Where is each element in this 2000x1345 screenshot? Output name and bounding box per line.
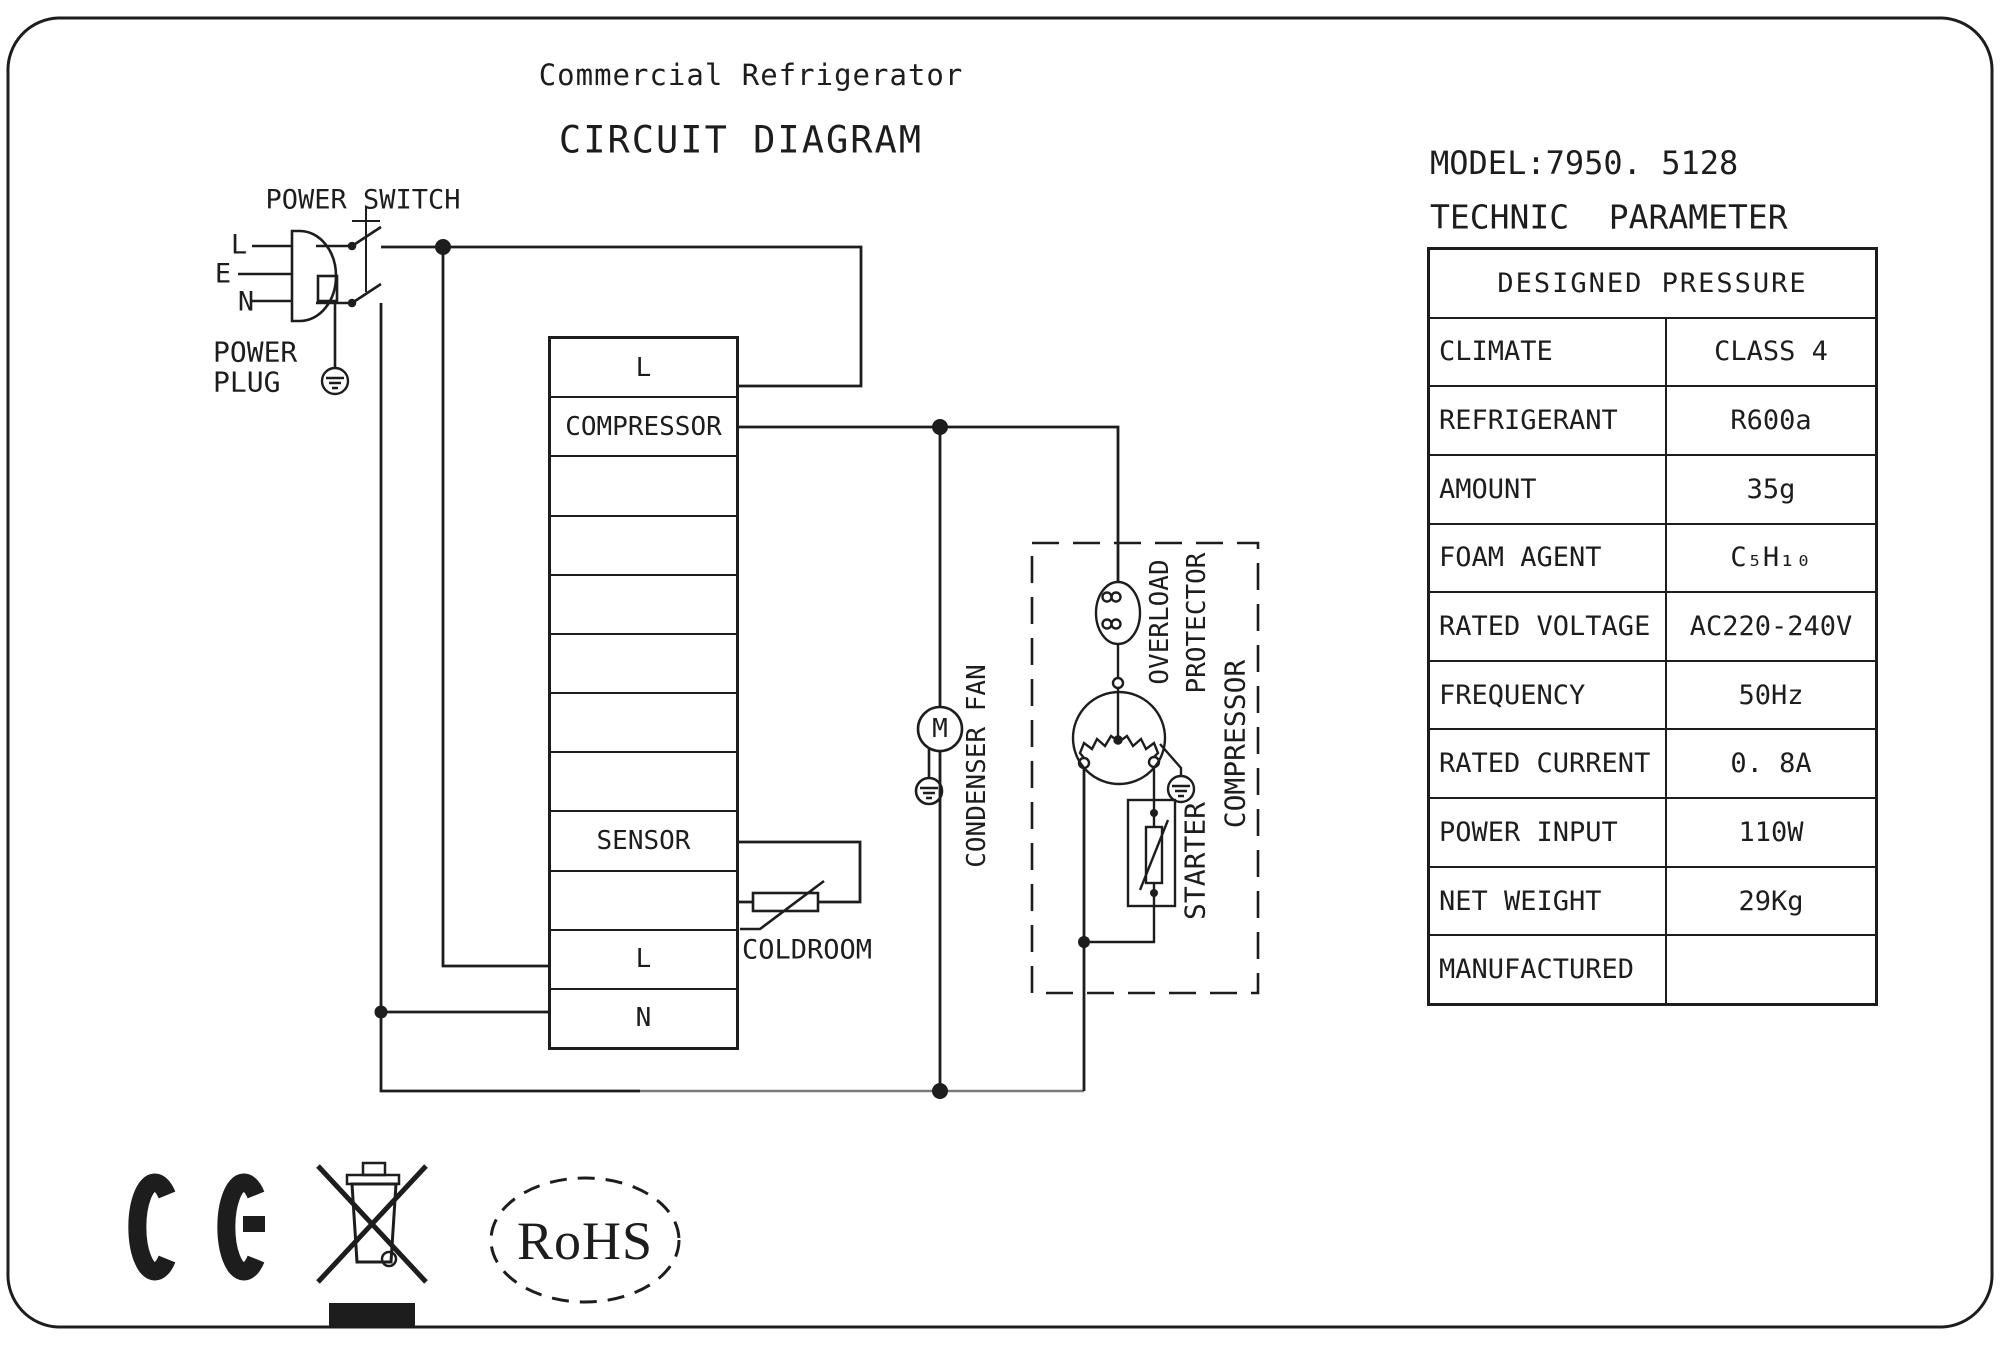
page-subtitle: CIRCUIT DIAGRAM	[558, 118, 924, 162]
page-title: Commercial Refrigerator	[538, 58, 964, 92]
starter-symbol	[1090, 767, 1177, 944]
table-row-manufactured: MANUFACTURED	[1430, 934, 1875, 1004]
wire-live-branch	[441, 247, 548, 968]
overload-label: OVERLOAD	[1145, 559, 1175, 685]
param-label: RATED VOLTAGE	[1439, 611, 1651, 643]
compressor-label: COMPRESSOR	[1218, 659, 1252, 829]
power-switch-label: POWER SWITCH	[265, 184, 461, 216]
param-value: 50Hz	[1665, 661, 1875, 729]
param-value	[1665, 936, 1875, 1004]
coldroom-sensor-symbol	[740, 879, 825, 931]
pin-e-label: E	[214, 258, 232, 290]
terminal-row-empty	[551, 514, 736, 574]
param-label: FREQUENCY	[1439, 679, 1586, 711]
terminal-row-l-bottom: L	[551, 928, 736, 988]
terminal-block: L COMPRESSOR SENSOR L N	[548, 336, 739, 1050]
compressor-motor-symbol	[1071, 676, 1196, 804]
table-header-designed-pressure: DESIGNED PRESSURE	[1497, 267, 1808, 299]
power-plug-symbol	[238, 229, 339, 368]
table-row-amount: AMOUNT 35g	[1430, 453, 1875, 523]
wire-compressor-feed	[739, 425, 1120, 582]
terminal-row-l-top: L	[635, 352, 652, 383]
compressor-dashed-box	[1030, 541, 1260, 995]
condenser-fan-motor-symbol	[914, 705, 964, 806]
param-label: NET WEIGHT	[1439, 885, 1602, 917]
rohs-badge-text: RoHS	[516, 1211, 654, 1271]
wiring	[379, 245, 1120, 1093]
terminal-row-empty	[551, 632, 736, 692]
param-value: AC220-240V	[1665, 593, 1875, 660]
table-row-rated-voltage: RATED VOLTAGE AC220-240V	[1430, 591, 1875, 660]
param-value: 35g	[1665, 455, 1875, 523]
param-value: 110W	[1665, 799, 1875, 866]
table-row-foam-agent: FOAM AGENT C₅H₁₀	[1430, 522, 1875, 592]
terminal-row-empty	[551, 869, 736, 929]
param-label: RATED CURRENT	[1439, 748, 1651, 780]
terminal-row-empty	[551, 455, 736, 514]
param-value: R600a	[1665, 387, 1875, 454]
junction-dots	[374, 239, 1090, 1099]
terminal-row-empty	[551, 573, 736, 633]
ce-mark-icon	[128, 1173, 265, 1281]
power-plug-label-line1: POWER	[213, 335, 298, 369]
param-label: REFRIGERANT	[1439, 405, 1618, 437]
power-switch-symbol	[316, 206, 382, 308]
table-row-climate: CLIMATE CLASS 4	[1430, 316, 1875, 386]
table-row-rated-current: RATED CURRENT 0. 8A	[1430, 728, 1875, 798]
rohs-badge-outline	[489, 1176, 681, 1304]
model-number: MODEL:7950. 5128	[1430, 144, 1739, 182]
motor-letter: M	[932, 714, 948, 744]
terminal-row-n: N	[551, 987, 736, 1047]
terminal-row-sensor: SENSOR	[551, 810, 736, 869]
param-label: FOAM AGENT	[1439, 542, 1602, 574]
overload-protector-symbol	[1094, 580, 1142, 678]
param-value: 0. 8A	[1665, 730, 1875, 798]
pin-n-label: N	[237, 286, 255, 318]
coldroom-label: COLDROOM	[742, 934, 873, 966]
pin-l-label: L	[230, 229, 248, 261]
protector-label: PROTECTOR	[1182, 552, 1212, 694]
terminal-row-compressor: COMPRESSOR	[551, 396, 736, 455]
param-value: C₅H₁₀	[1665, 524, 1875, 592]
table-row-net-weight: NET WEIGHT 29Kg	[1430, 865, 1875, 935]
weee-bin-icon	[316, 1161, 428, 1327]
param-value: CLASS 4	[1665, 318, 1875, 386]
param-value: 29Kg	[1665, 867, 1875, 935]
technic-parameter-table: DESIGNED PRESSURE CLIMATE CLASS 4 REFRIG…	[1427, 247, 1878, 1006]
param-label: MANUFACTURED	[1439, 954, 1635, 986]
table-row-frequency: FREQUENCY 50Hz	[1430, 659, 1875, 729]
param-label: CLIMATE	[1439, 336, 1553, 368]
ground-icon	[320, 366, 350, 396]
frame-border	[6, 16, 1994, 1329]
param-label: AMOUNT	[1439, 473, 1537, 505]
terminal-row-empty	[551, 751, 736, 810]
param-label: POWER INPUT	[1439, 816, 1618, 848]
terminal-row-empty	[551, 692, 736, 751]
power-plug-label-line2: PLUG	[213, 365, 281, 399]
table-row-power-input: POWER INPUT 110W	[1430, 797, 1875, 866]
table-heading: TECHNIC PARAMETER	[1430, 197, 1788, 237]
wire-neutral	[379, 303, 640, 1093]
wire-sensor-loop	[739, 840, 862, 904]
condenser-fan-label: CONDENSER FAN	[962, 664, 992, 868]
starter-label: STARTER	[1178, 801, 1212, 921]
table-row-refrigerant: REFRIGERANT R600a	[1430, 385, 1875, 454]
wire-live-top	[381, 245, 863, 388]
